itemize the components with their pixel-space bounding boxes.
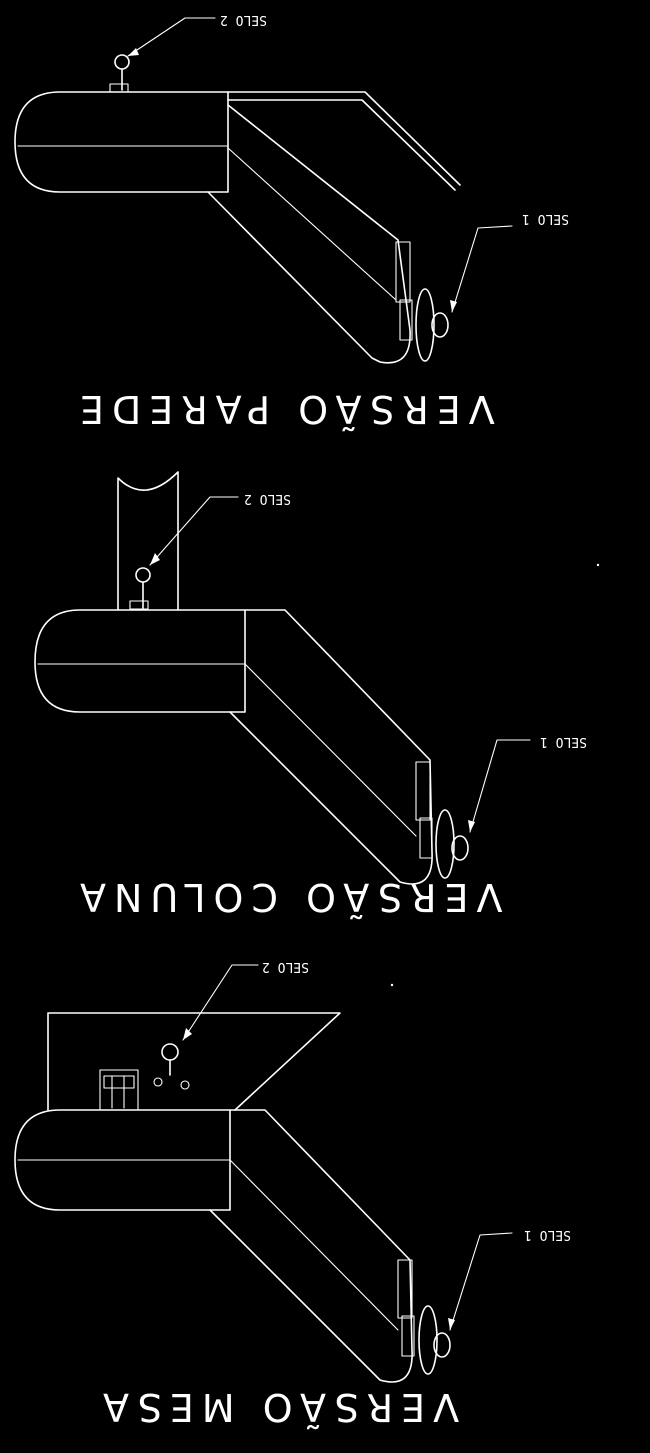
meter-body-mesa — [14, 1012, 451, 1383]
leader-selo1-mesa — [449, 1232, 513, 1331]
label-selo2-parede: SELO 2 — [220, 12, 267, 27]
label-selo2-coluna: SELO 2 — [244, 491, 291, 506]
label-selo1-parede: SELO 1 — [522, 211, 569, 226]
leader-selo1-coluna — [469, 739, 531, 833]
label-selo1-coluna: SELO 1 — [540, 734, 587, 749]
view-coluna: SELO 2 SELO 1 VERSÃO COLUNA — [34, 471, 587, 919]
title-mesa: VERSÃO MESA — [95, 1385, 459, 1429]
leader-selo1-parede — [451, 225, 513, 313]
view-mesa: SELO 2 SELO 1 VERSÃO MESA — [14, 959, 571, 1429]
view-parede: SELO 2 SELO 1 VERSÃO PAREDE — [14, 12, 569, 431]
leader-selo2-mesa — [182, 964, 259, 1041]
meter-body-parede — [14, 54, 461, 364]
leader-selo2-parede — [127, 17, 216, 57]
title-coluna: VERSÃO COLUNA — [72, 875, 503, 919]
leader-selo2-coluna — [149, 496, 239, 566]
title-parede: VERSÃO PAREDE — [72, 387, 495, 431]
meter-body-coluna — [34, 471, 469, 885]
label-selo1-mesa: SELO 1 — [524, 1227, 571, 1242]
label-selo2-mesa: SELO 2 — [262, 959, 309, 974]
